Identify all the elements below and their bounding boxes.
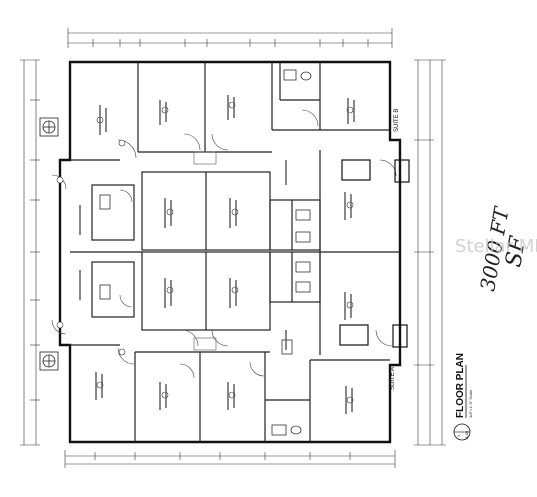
left-dimensions: [20, 59, 40, 446]
ac-unit-bottom: [39, 351, 59, 371]
scale-note: 1/4"=1'-0" Scale: [468, 389, 473, 418]
title-block: FLOOR PLAN 1/4"=1'-0" Scale 1 A.00: [453, 353, 473, 441]
entry-column-suite-b: [341, 159, 371, 181]
sheet-number: 1: [456, 434, 461, 437]
entry-columns: [339, 159, 410, 348]
ac-unit-top: [39, 117, 59, 137]
handwritten-area-line2: SF: [501, 234, 531, 269]
suite-a-label: SUITE A: [390, 367, 396, 390]
entry-column-suite-a: [339, 324, 369, 346]
interior-walls: [70, 62, 400, 442]
right-dimensions: [414, 59, 446, 446]
watermark: Stellar MLS: [455, 236, 537, 257]
sheet-id: A.00: [464, 430, 469, 439]
ac-units: [39, 117, 59, 371]
bottom-dimensions: [64, 450, 396, 468]
plumbing-fixtures: [99, 69, 312, 436]
floor-plan-title: FLOOR PLAN: [455, 353, 466, 418]
top-dimensions: [67, 28, 393, 48]
corridor-label-boxes: [193, 151, 217, 351]
exterior-walls: [58, 60, 402, 444]
suite-b-label: SUITE B: [394, 109, 400, 132]
room-label-marks: [79, 95, 355, 414]
